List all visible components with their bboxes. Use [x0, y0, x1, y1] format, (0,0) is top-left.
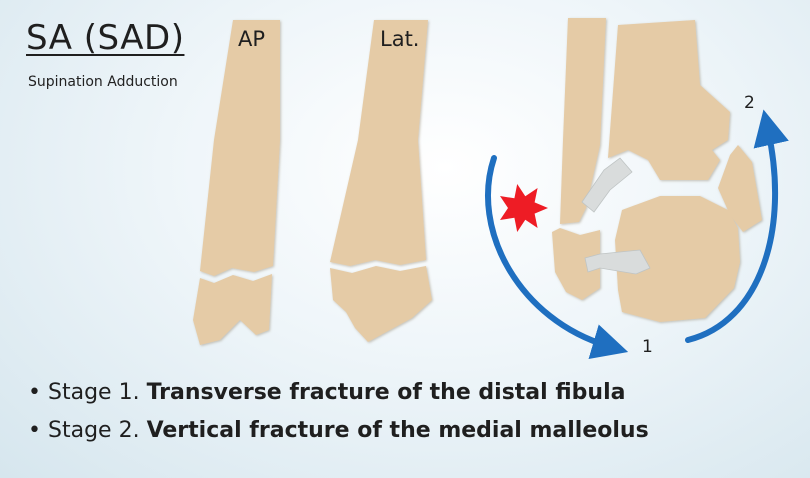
stage-prefix: Stage 1.: [48, 380, 147, 405]
stage-1-arrow-icon: [485, 155, 629, 359]
lat-fibula-distal-fragment: [330, 266, 432, 342]
talus: [615, 196, 740, 322]
stage-2-arrow-icon: [685, 109, 789, 343]
stage-list-item: • Stage 2. Vertical fracture of the media…: [28, 412, 649, 450]
medial-malleolus-fragment: [718, 145, 762, 232]
bullet-dot: •: [28, 380, 41, 405]
bullet-dot: •: [28, 418, 41, 443]
ap-fibula: [193, 20, 280, 345]
ligament-upper: [581, 157, 633, 213]
impact-starburst-icon: [500, 184, 548, 232]
ap-fibula-distal-fragment: [193, 274, 272, 345]
fibula-distal-fragment: [552, 228, 600, 300]
view-label-ap: AP: [238, 27, 266, 51]
stage-1-arrow-label: 1: [642, 337, 653, 357]
stage-list-item: • Stage 1. Transverse fracture of the dis…: [28, 374, 649, 412]
stage-2-arrow-label: 2: [744, 93, 755, 113]
view-label-lat: Lat.: [380, 27, 420, 51]
lat-fibula: [330, 20, 432, 342]
ap-fibula-shaft: [200, 20, 280, 276]
stage-description: Vertical fracture of the medial malleolu…: [146, 418, 649, 443]
ankle-joint: [552, 18, 762, 322]
ligament-lower: [584, 249, 651, 275]
lat-fibula-shaft: [330, 20, 428, 266]
stage-description: Transverse fracture of the distal fibula: [146, 380, 626, 405]
stage-list: • Stage 1. Transverse fracture of the dis…: [28, 374, 649, 450]
slide-subtitle: Supination Adduction: [28, 74, 178, 90]
fibula-shaft: [560, 18, 606, 224]
tibia: [608, 20, 730, 180]
slide-title: SA (SAD): [26, 18, 185, 58]
stage-prefix: Stage 2.: [48, 418, 147, 443]
